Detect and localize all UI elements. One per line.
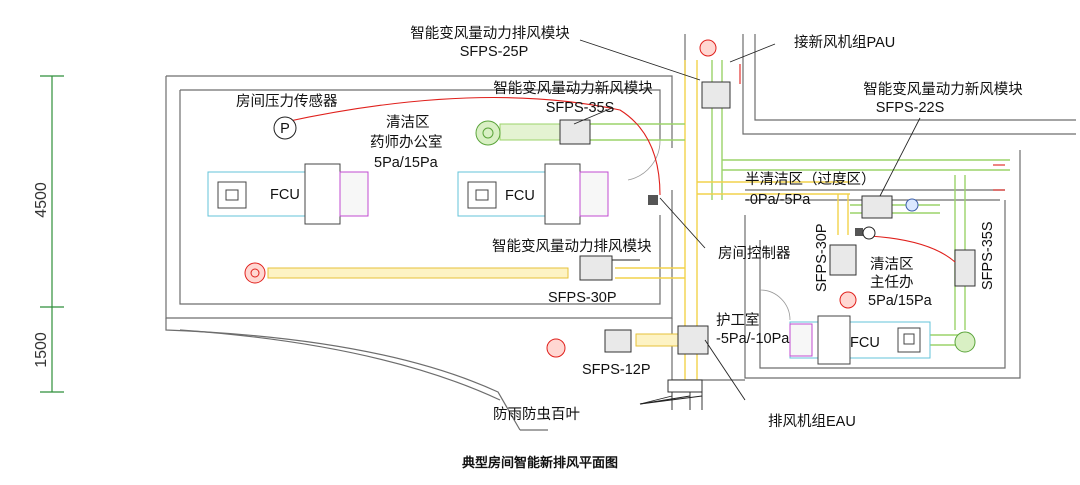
director-clean-label: 清洁区 xyxy=(870,256,914,273)
sfps22s-unit xyxy=(861,195,893,219)
fans xyxy=(244,39,976,358)
clean-zone-label: 清洁区 xyxy=(386,114,430,131)
dimension-upper: 4500 xyxy=(33,182,50,218)
nurse-room-label: 护工室 xyxy=(716,312,760,329)
louver-label: 防雨防虫百叶 xyxy=(493,406,580,423)
dimension-line: 4500 1500 xyxy=(33,75,64,393)
louvers xyxy=(667,379,703,410)
walls xyxy=(165,34,1076,431)
sfps12p-model-label: SFPS-12P xyxy=(582,362,651,378)
pau-label: 接新风机组PAU xyxy=(794,34,895,51)
sfps22s-name-label: 智能变风量动力新风模块 xyxy=(863,81,1023,98)
sfps30p-model-label: SFPS-30P xyxy=(548,290,617,306)
fcu-middle xyxy=(457,163,609,225)
sensor-symbol: P xyxy=(280,121,290,137)
sfps30p-name-label: 智能变风量动力排风模块 xyxy=(492,238,652,255)
sfps35s-model-label: SFPS-35S xyxy=(546,100,615,116)
signal-lines xyxy=(284,96,956,263)
nurse-room-diffuser xyxy=(677,325,709,355)
labels: 智能变风量动力排风模块 SFPS-25P 接新风机组PAU 智能变风量动力新风模… xyxy=(236,25,1023,470)
sfps30p-right-unit xyxy=(829,244,857,276)
sfps25p-name-label: 智能变风量动力排风模块 xyxy=(410,25,570,42)
semi-clean-pressure-label: -0Pa/-5Pa xyxy=(745,192,811,208)
room-controller-device-right xyxy=(855,228,863,236)
sfps35s-right-unit xyxy=(954,249,976,287)
director-office-label: 主任办 xyxy=(870,274,914,291)
fcu-middle-label: FCU xyxy=(505,188,535,204)
dimension-lower: 1500 xyxy=(33,332,50,368)
fcu-left-label: FCU xyxy=(270,187,300,203)
leaders xyxy=(573,39,921,405)
pharmacist-office-label: 药师办公室 xyxy=(370,134,443,151)
fcu-left xyxy=(207,163,369,225)
fcu-right xyxy=(789,315,931,365)
pharmacist-pressure-label: 5Pa/15Pa xyxy=(374,155,439,171)
director-pressure-label: 5Pa/15Pa xyxy=(868,293,933,309)
pressure-sensor-right xyxy=(862,226,876,240)
eau-label: 排风机组EAU xyxy=(768,413,856,430)
sfps12p-unit xyxy=(604,329,632,353)
sfps30p-unit xyxy=(579,255,613,281)
fcu-right-label: FCU xyxy=(850,335,880,351)
sfps35s-vertical-label: SFPS-35S xyxy=(980,222,996,291)
pressure-sensor: P xyxy=(273,116,297,140)
sfps30p-vertical-label: SFPS-30P xyxy=(814,224,830,293)
sfps22s-model-label: SFPS-22S xyxy=(876,100,945,116)
sfps35s-name-label: 智能变风量动力新风模块 xyxy=(493,80,653,97)
pressure-sensor-label: 房间压力传感器 xyxy=(236,93,338,110)
sfps25p-unit xyxy=(701,81,731,109)
sfps25p-model-label: SFPS-25P xyxy=(460,44,529,60)
nurse-pressure-label: -5Pa/-10Pa xyxy=(716,331,790,347)
semi-clean-zone-label: 半清洁区（过度区） xyxy=(745,171,876,188)
room-controller-device xyxy=(648,195,658,205)
diagram-caption: 典型房间智能新排风平面图 xyxy=(462,455,618,470)
room-controller-label: 房间控制器 xyxy=(718,245,791,262)
units xyxy=(559,81,976,355)
